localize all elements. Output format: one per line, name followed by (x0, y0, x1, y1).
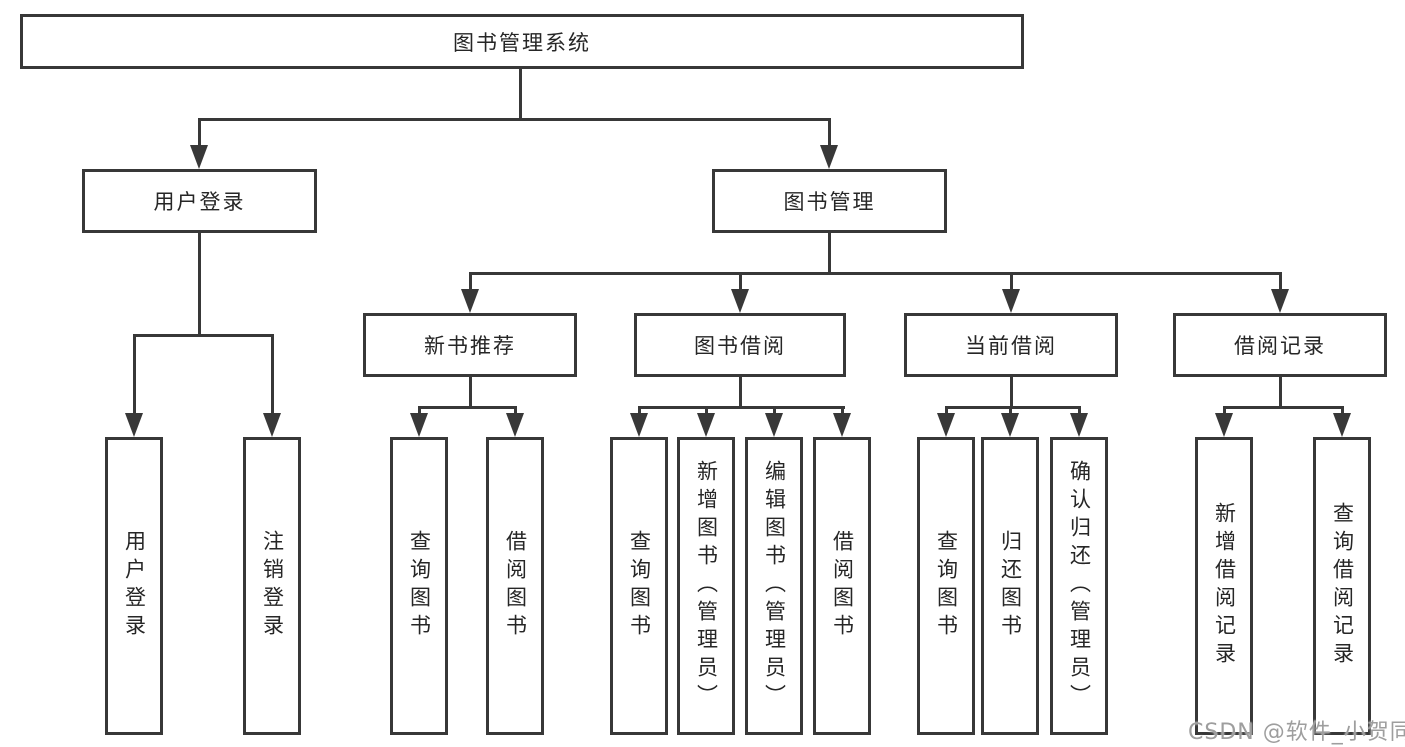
node-label: 图书管理系统 (453, 30, 591, 55)
leaf-label: 归还图书 (998, 530, 1023, 642)
arrow-down-icon (1002, 289, 1020, 313)
connector-line (418, 406, 517, 409)
leaf-label: 借阅图书 (830, 530, 855, 642)
node-label: 当前借阅 (965, 334, 1057, 358)
arrow-down-icon (125, 413, 143, 437)
leaf-logout: 注销登录 (243, 437, 301, 735)
connector-line (271, 334, 274, 415)
connector-line (773, 406, 776, 415)
connector-line (1010, 272, 1013, 291)
arrow-down-icon (833, 413, 851, 437)
leaf-return-books: 归还图书 (981, 437, 1039, 735)
connector-line (1009, 406, 1012, 415)
csdn-watermark: CSDN @软件_小贺同学 (1188, 720, 1405, 745)
connector-line (198, 118, 201, 147)
node-label: 借阅记录 (1234, 334, 1326, 358)
leaf-label: 编辑图书（管理员） (762, 460, 787, 712)
arrow-down-icon (937, 413, 955, 437)
arrow-down-icon (190, 145, 208, 169)
connector-line (945, 406, 948, 415)
arrow-down-icon (630, 413, 648, 437)
node-label: 用户登录 (153, 190, 246, 214)
leaf-label: 注销登录 (260, 530, 285, 642)
leaf-label: 新增图书（管理员） (694, 460, 719, 712)
leaf-user-login: 用户登录 (105, 437, 163, 735)
connector-line (519, 69, 522, 119)
arrow-down-icon (1070, 413, 1088, 437)
leaf-query-books-current: 查询图书 (917, 437, 975, 735)
connector-line (514, 406, 517, 415)
connector-line (1223, 406, 1226, 415)
connector-line (638, 406, 845, 409)
connector-line (1078, 406, 1081, 415)
connector-line (469, 377, 472, 409)
connector-line (133, 334, 274, 337)
arrow-down-icon (1215, 413, 1233, 437)
node-label: 图书借阅 (694, 334, 786, 358)
arrow-down-icon (461, 289, 479, 313)
arrow-down-icon (731, 289, 749, 313)
arrow-down-icon (410, 413, 428, 437)
connector-line (198, 118, 831, 121)
node-library-management-system: 图书管理系统 (20, 14, 1024, 69)
arrow-down-icon (1271, 289, 1289, 313)
arrow-down-icon (1001, 413, 1019, 437)
node-book-management: 图书管理 (712, 169, 947, 233)
leaf-label: 查询图书 (627, 530, 652, 642)
leaf-label: 用户登录 (122, 530, 147, 642)
leaf-borrow-books-newbooks: 借阅图书 (486, 437, 544, 735)
leaf-query-books-newbooks: 查询图书 (390, 437, 448, 735)
leaf-label: 借阅图书 (503, 530, 528, 642)
leaf-label: 确认归还（管理员） (1067, 460, 1092, 712)
arrow-down-icon (1333, 413, 1351, 437)
leaf-edit-books-admin: 编辑图书（管理员） (745, 437, 803, 735)
connector-line (828, 233, 831, 275)
leaf-add-books-admin: 新增图书（管理员） (677, 437, 735, 735)
connector-line (198, 233, 201, 336)
connector-line (1279, 377, 1282, 409)
connector-line (638, 406, 641, 415)
connector-line (739, 377, 742, 409)
connector-line (1279, 272, 1282, 291)
connector-line (841, 406, 844, 415)
leaf-label: 查询借阅记录 (1330, 502, 1355, 670)
connector-line (739, 272, 742, 291)
connector-line (1341, 406, 1344, 415)
connector-line (945, 406, 1081, 409)
connector-line (1010, 377, 1013, 409)
leaf-query-books-borrowing: 查询图书 (610, 437, 668, 735)
connector-line (705, 406, 708, 415)
arrow-down-icon (820, 145, 838, 169)
arrow-down-icon (697, 413, 715, 437)
arrow-down-icon (765, 413, 783, 437)
connector-line (469, 272, 472, 291)
node-new-book-recommend: 新书推荐 (363, 313, 577, 377)
leaf-query-borrow-record: 查询借阅记录 (1313, 437, 1371, 735)
leaf-label: 新增借阅记录 (1212, 502, 1237, 670)
connector-line (469, 272, 1282, 275)
arrow-down-icon (263, 413, 281, 437)
node-user-login: 用户登录 (82, 169, 317, 233)
connector-line (133, 334, 136, 415)
connector-line (1223, 406, 1344, 409)
node-label: 图书管理 (783, 190, 876, 214)
leaf-label: 查询图书 (934, 530, 959, 642)
leaf-confirm-return-admin: 确认归还（管理员） (1050, 437, 1108, 735)
leaf-label: 查询图书 (407, 530, 432, 642)
node-current-borrowing: 当前借阅 (904, 313, 1118, 377)
leaf-borrow-books-borrowing: 借阅图书 (813, 437, 871, 735)
arrow-down-icon (506, 413, 524, 437)
node-book-borrowing: 图书借阅 (634, 313, 846, 377)
connector-line (828, 118, 831, 147)
node-borrowing-records: 借阅记录 (1173, 313, 1387, 377)
connector-line (418, 406, 421, 415)
leaf-add-borrow-record: 新增借阅记录 (1195, 437, 1253, 735)
node-label: 新书推荐 (424, 334, 516, 358)
